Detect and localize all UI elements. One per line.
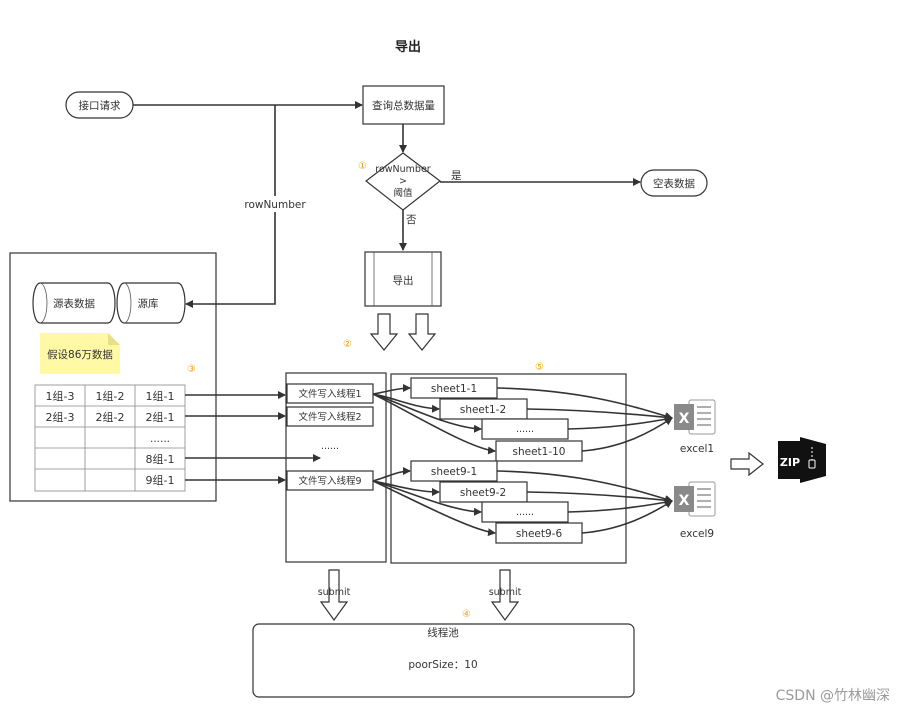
thread-box-2 bbox=[286, 406, 374, 427]
table-cell: 9组-1 bbox=[146, 473, 175, 487]
hollow-arrow-left bbox=[369, 313, 399, 351]
source-db-label: 源库 bbox=[138, 297, 159, 310]
submit-arrow-right bbox=[490, 569, 520, 622]
rownumber-label: rowNumber bbox=[244, 199, 306, 211]
zip-icon bbox=[778, 437, 826, 483]
thread-pool-label: 线程池 bbox=[427, 626, 459, 639]
marker-4: ④ bbox=[462, 609, 471, 620]
table-cell: 1组-2 bbox=[96, 389, 125, 403]
submit-label: submit bbox=[489, 587, 522, 598]
sheet-label: ...... bbox=[516, 424, 534, 435]
excel-icon-letter: X bbox=[679, 411, 690, 427]
export-node bbox=[364, 251, 442, 307]
request-label: 接口请求 bbox=[79, 99, 121, 112]
marker-1: ① bbox=[358, 161, 367, 172]
empty-data-label: 空表数据 bbox=[653, 177, 695, 190]
thread-panel bbox=[285, 372, 387, 563]
table-cell: 2组-3 bbox=[46, 410, 75, 424]
source-data-label: 源表数据 bbox=[53, 297, 95, 310]
sheet-label: sheet9-1 bbox=[431, 466, 477, 478]
source-data-cylinder bbox=[32, 282, 116, 324]
marker-3: ③ bbox=[187, 364, 196, 375]
thread-pool-box bbox=[252, 623, 635, 698]
decision-line3: 阈值 bbox=[393, 187, 413, 199]
table-cell: 2组-2 bbox=[96, 410, 125, 424]
sheet-label: sheet1-1 bbox=[431, 383, 477, 395]
group-table bbox=[34, 384, 186, 492]
marker-5: ⑤ bbox=[535, 362, 544, 373]
table-cell: 1组-3 bbox=[46, 389, 75, 403]
sheet-label: sheet1-10 bbox=[513, 446, 566, 458]
watermark: CSDN @竹林幽深 bbox=[776, 688, 890, 704]
yes-label: 是 bbox=[451, 170, 462, 182]
marker-2: ② bbox=[343, 339, 352, 350]
table-cell: ...... bbox=[150, 433, 170, 445]
sheet-label: ...... bbox=[516, 507, 534, 518]
diagram-title: 导出 bbox=[395, 39, 421, 55]
decision-line2: > bbox=[399, 176, 407, 187]
sheet-panel bbox=[390, 373, 627, 564]
zip-label: ZIP bbox=[780, 456, 800, 469]
hollow-arrow-to-zip bbox=[730, 451, 764, 477]
sheet-label: sheet9-2 bbox=[460, 487, 506, 499]
excel-icon-letter: X bbox=[679, 493, 690, 509]
excel-label: excel1 bbox=[680, 443, 714, 455]
submit-arrow-left bbox=[319, 569, 349, 622]
sheet-label: sheet1-2 bbox=[460, 404, 506, 416]
table-cell: 2组-1 bbox=[146, 410, 175, 424]
no-label: 否 bbox=[406, 214, 417, 226]
excel-icon bbox=[674, 481, 716, 517]
query-total-node bbox=[362, 85, 445, 125]
thread-ellipsis: ...... bbox=[321, 441, 339, 452]
hollow-arrow-right bbox=[407, 313, 437, 351]
sheet-label: sheet9-6 bbox=[516, 528, 563, 540]
export-label: 导出 bbox=[393, 274, 414, 287]
thread-label: 文件写入线程2 bbox=[298, 411, 361, 423]
excel-label: excel9 bbox=[680, 528, 714, 540]
excel-icon bbox=[674, 399, 716, 435]
thread-label: 文件写入线程1 bbox=[298, 388, 361, 400]
assume-note-label: 假设86万数据 bbox=[47, 348, 113, 361]
assume-note bbox=[40, 333, 120, 374]
sheet-box bbox=[481, 501, 569, 523]
source-db-cylinder bbox=[116, 282, 186, 324]
decision-line1: rowNumber bbox=[375, 164, 431, 175]
pool-size-label: poorSize：10 bbox=[408, 659, 477, 671]
table-cell: 1组-1 bbox=[146, 389, 175, 403]
table-cell: 8组-1 bbox=[146, 452, 175, 466]
source-frame bbox=[9, 252, 217, 502]
thread-label: 文件写入线程9 bbox=[298, 475, 361, 487]
submit-label: submit bbox=[318, 587, 351, 598]
query-total-label: 查询总数据量 bbox=[372, 99, 435, 112]
empty-data-node bbox=[640, 169, 708, 197]
